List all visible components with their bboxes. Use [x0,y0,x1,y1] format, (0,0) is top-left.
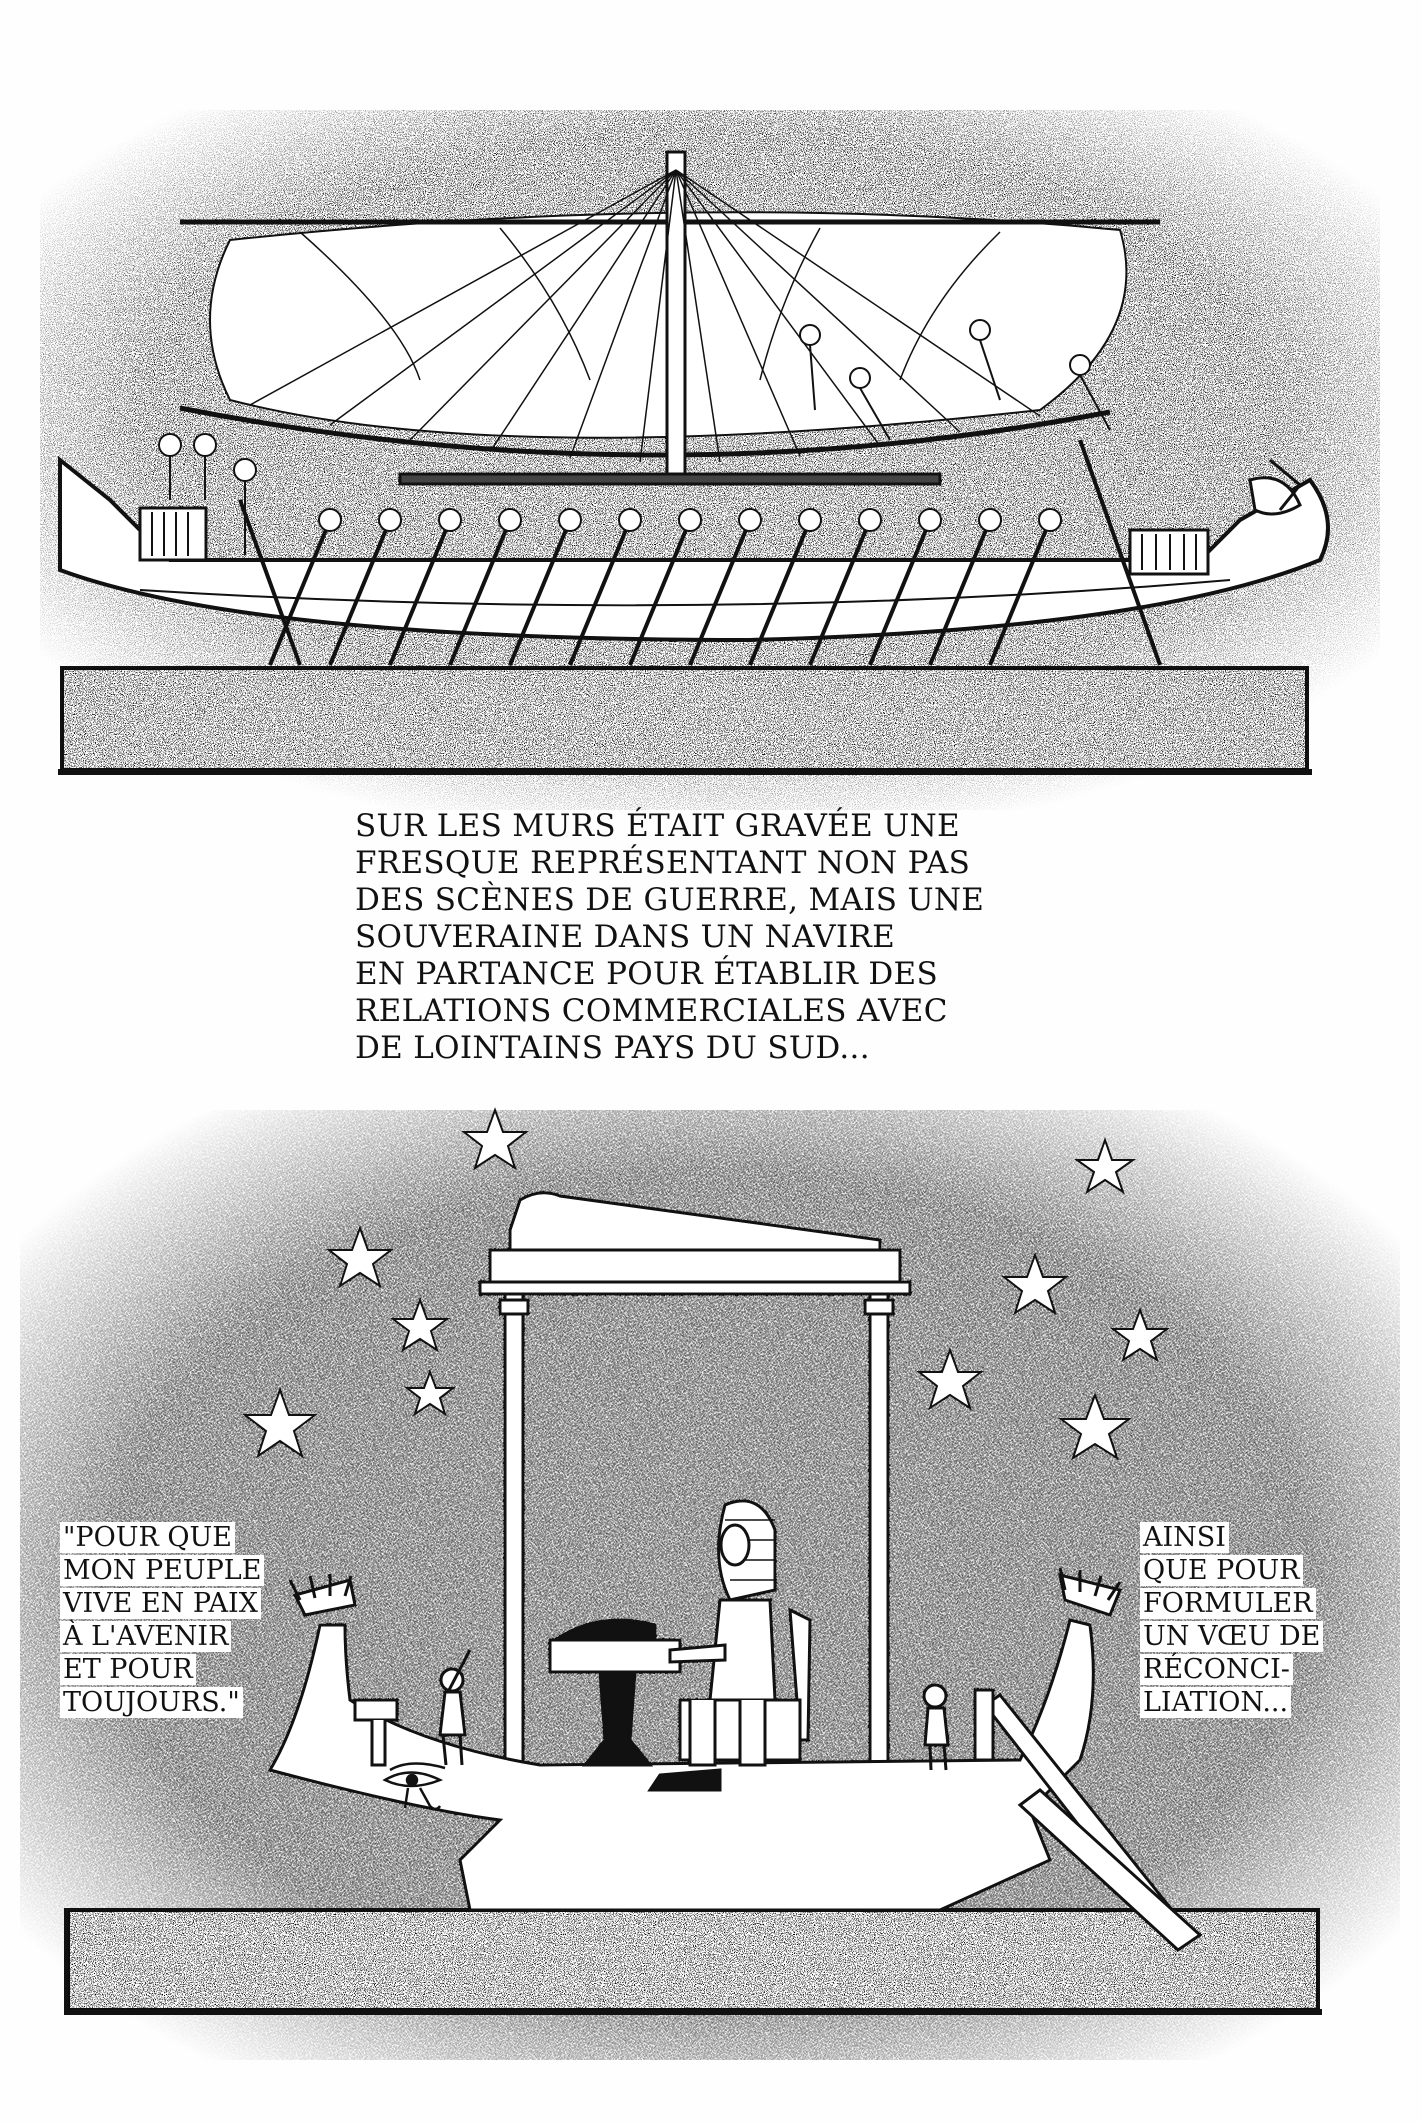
ceremonial-barque [267,1499,1203,1952]
speech-line: AINSI [1140,1522,1229,1553]
stars [242,1107,1170,1461]
star [390,1297,450,1353]
star [461,1107,529,1171]
caption-line: RELATIONS COMMERCIALES AVEC [355,993,948,1029]
speech-line: QUE POUR [1140,1555,1303,1586]
caption-line: DE LOINTAINS PAYS DU SUD... [355,1030,870,1066]
star [916,1347,984,1411]
speech-line: MON PEUPLE [60,1555,265,1586]
bottom-boat-pedestal [64,1908,1322,2015]
speech-line: VIVE EN PAIX [60,1588,261,1619]
star [242,1387,318,1459]
canopy-shrine [478,1191,912,1766]
star [1058,1392,1132,1461]
star [1110,1307,1170,1363]
egyptian-sailing-ship [58,150,1330,666]
speech-line: ET POUR [60,1654,196,1685]
caption-line: FRESQUE REPRÉSENTANT NON PAS [355,845,971,881]
speech-line: À L'AVENIR [60,1621,232,1652]
star [404,1369,456,1417]
star [1073,1136,1137,1195]
speech-line: RÉCONCI- [1140,1654,1293,1685]
speech-text-right: AINSI QUE POUR FORMULER UN VŒU DE RÉCONC… [1140,1522,1324,1720]
caption-line: DES SCÈNES DE GUERRE, MAIS UNE [355,882,985,918]
speech-line: TOUJOURS." [60,1687,243,1718]
narration-caption: SUR LES MURS ÉTAIT GRAVÉE UNE FRESQUE RE… [355,808,985,1067]
speech-line: UN VŒU DE [1140,1621,1324,1652]
speech-line: "POUR QUE [60,1522,235,1553]
caption-line: SUR LES MURS ÉTAIT GRAVÉE UNE [355,808,960,844]
speech-line: LIATION... [1140,1687,1292,1718]
star [1001,1252,1069,1316]
speech-text-left: "POUR QUE MON PEUPLE VIVE EN PAIX À L'AV… [60,1522,265,1720]
caption-line: SOUVERAINE DANS UN NAVIRE [355,919,896,955]
top-ship-pedestal [58,666,1312,775]
caption-line: EN PARTANCE POUR ÉTABLIR DES [355,956,939,992]
speech-line: FORMULER [1140,1588,1316,1619]
eye-of-horus [382,1762,446,1811]
star [326,1225,394,1289]
